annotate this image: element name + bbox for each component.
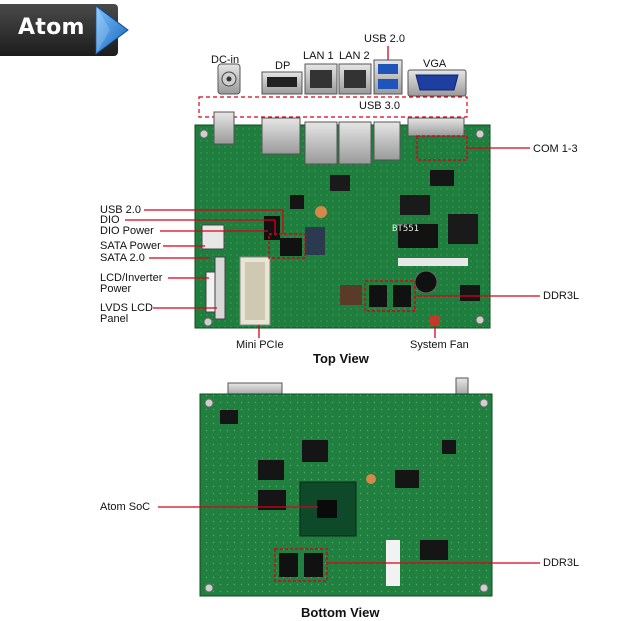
top-view-callouts bbox=[125, 46, 540, 338]
label-ddr3l-bottom: DDR3L bbox=[543, 557, 580, 569]
top-view-board bbox=[194, 111, 491, 329]
label-dc-in: DC-in bbox=[211, 54, 240, 66]
label-ddr3l-top: DDR3L bbox=[543, 290, 580, 302]
label-lcd-inverter: LCD/Inverter bbox=[100, 272, 163, 284]
dc-in-jack-icon bbox=[217, 63, 241, 95]
usb-stack-icon bbox=[373, 59, 403, 95]
caption-bottom-view: Bottom View bbox=[301, 605, 380, 620]
ddr3l-bottom-chips bbox=[279, 553, 323, 577]
label-lcd-inverter-power: Power bbox=[100, 283, 132, 295]
label-usb30: USB 3.0 bbox=[359, 100, 400, 112]
vga-connector-icon bbox=[407, 69, 467, 97]
label-lvds-panel: Panel bbox=[100, 313, 129, 325]
ddr3l-bottom-highlight bbox=[274, 548, 328, 582]
rear-io-highlight bbox=[198, 96, 468, 118]
caption-top-view: Top View bbox=[313, 351, 369, 366]
label-sata20: SATA 2.0 bbox=[100, 252, 145, 264]
label-dp: DP bbox=[275, 60, 291, 72]
bottom-view-board bbox=[199, 377, 493, 597]
badge-label: Atom bbox=[18, 15, 85, 40]
bottom-view-callouts bbox=[158, 506, 540, 564]
board-model-text: BT551 bbox=[392, 224, 420, 234]
label-lan2: LAN 2 bbox=[339, 50, 370, 62]
label-usb20-top: USB 2.0 bbox=[364, 33, 405, 45]
label-dio: DIO bbox=[100, 214, 120, 226]
label-system-fan: System Fan bbox=[410, 339, 469, 351]
label-com: COM 1-3 bbox=[533, 143, 578, 155]
ddr3l-top-chips bbox=[369, 285, 411, 307]
label-dio-power: DIO Power bbox=[100, 225, 154, 237]
label-atom-soc: Atom SoC bbox=[100, 501, 151, 513]
label-lvds-lcd: LVDS LCD bbox=[100, 302, 153, 314]
lan-connector-icon bbox=[304, 63, 372, 95]
displayport-connector-icon bbox=[261, 71, 303, 95]
label-lan1: LAN 1 bbox=[303, 50, 334, 62]
label-sata-power: SATA Power bbox=[100, 240, 161, 252]
label-usb20-left: USB 2.0 bbox=[100, 204, 141, 216]
label-mini-pcie: Mini PCIe bbox=[236, 339, 284, 351]
label-vga: VGA bbox=[423, 58, 447, 70]
dio-highlight bbox=[268, 233, 306, 259]
